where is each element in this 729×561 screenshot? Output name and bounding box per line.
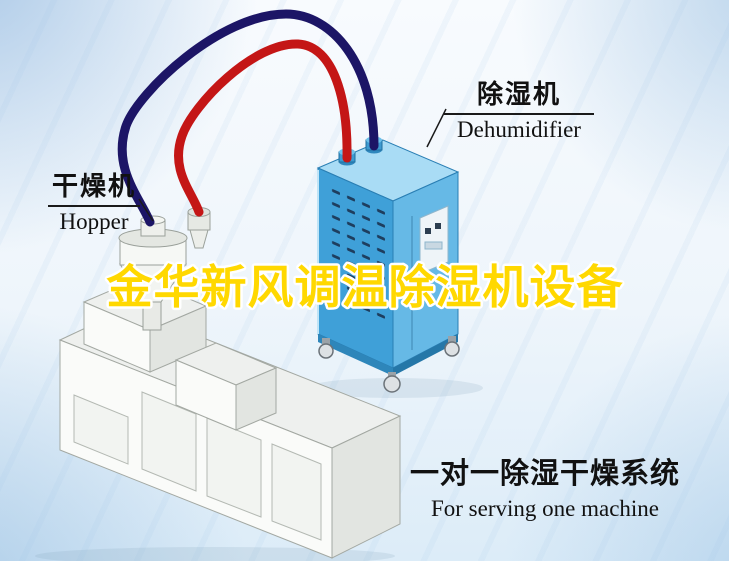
dehumidifier-base [393,334,458,376]
hose-red [173,39,352,217]
dehumidifier-label-zh: 除湿机 [444,74,594,115]
extruder-door-panel [206,417,262,518]
caster-stub [448,336,456,345]
extruder-shadow [35,547,395,561]
caster-wheel [318,343,334,359]
hopper-callout: 干燥机 Hopper [48,166,140,235]
control-button [425,228,431,234]
hopper-mount-front [83,301,151,373]
dehumidifier-base [318,334,393,376]
caster-wheel [444,341,460,357]
hopper-blower-cone [189,229,209,249]
system-caption-en: For serving one machine [430,496,660,521]
hopper-label-en: Hopper [59,209,129,234]
extruder-door-panel [271,443,322,541]
control-button [435,223,441,229]
caster-stub [322,338,330,347]
dehumidifier-vent-grid [325,183,387,320]
dehumidifier-callout: 除湿机 Dehumidifier [444,74,594,143]
extruder-mid-block-front [175,359,237,431]
hose-navy [117,9,379,227]
hopper-illustration [118,207,211,331]
control-display [424,241,443,250]
hopper-label-zh: 干燥机 [48,166,140,207]
extruder-door-panel [73,394,129,465]
hopper-leader-line [138,198,154,222]
system-caption-zh: 一对一除湿干燥系统 [409,456,680,490]
caster-wheel [383,375,401,393]
main-title: 金华新风调温除湿机设备 [106,260,624,314]
hoses [117,9,379,227]
extruder-door-panel [141,391,197,492]
dehumidifier-label-en: Dehumidifier [457,117,581,142]
system-caption: 一对一除湿干燥系统 For serving one machine [406,450,684,522]
dehumidifier-leader-line [426,108,447,148]
dehumidifier-illustration [316,136,460,393]
extruder-illustration [58,277,402,559]
